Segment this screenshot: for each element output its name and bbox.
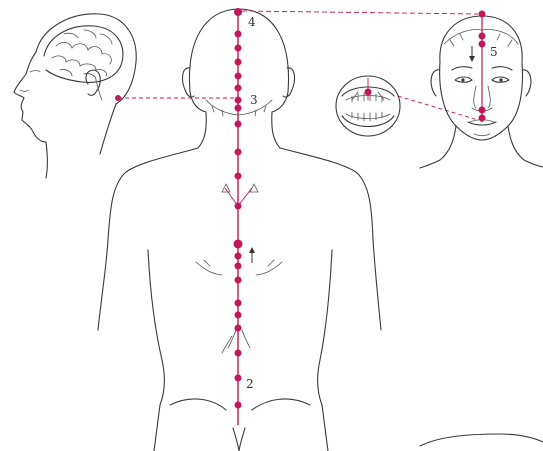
arrow-up-icon xyxy=(249,247,255,263)
acupoint xyxy=(235,312,242,319)
side-head-brain-figure xyxy=(14,14,234,178)
acupoint xyxy=(115,95,121,101)
acupoint xyxy=(235,173,242,180)
acupoint xyxy=(234,8,242,16)
governor-vessel-back xyxy=(222,8,258,425)
point-label-2: 2 xyxy=(246,377,254,391)
acupoint xyxy=(235,121,242,128)
front-face-figure xyxy=(420,11,543,169)
acupoint xyxy=(235,375,242,382)
acupoint xyxy=(235,149,242,156)
acupoint xyxy=(479,115,486,122)
connector-line xyxy=(242,11,478,14)
acupoint xyxy=(235,300,242,307)
acupoint xyxy=(235,31,242,38)
acupoint xyxy=(235,203,242,210)
acupoint xyxy=(479,107,486,114)
acupoint xyxy=(235,350,242,357)
point-label-4: 4 xyxy=(248,15,256,29)
arrow-down-icon xyxy=(469,46,475,62)
acupoint xyxy=(235,105,242,112)
acupoint xyxy=(235,253,242,260)
acupoint xyxy=(235,85,242,92)
point-label-3: 3 xyxy=(250,93,258,107)
acupoint xyxy=(235,263,242,270)
acupoint xyxy=(235,59,242,66)
acupoint xyxy=(365,89,372,96)
acupoint xyxy=(235,45,242,52)
acupoint xyxy=(235,73,242,80)
acupoint xyxy=(235,325,242,332)
acupoint xyxy=(479,41,486,48)
acupoint xyxy=(235,97,242,104)
acupoint xyxy=(235,277,242,284)
acupoint xyxy=(479,33,486,40)
point-label-5: 5 xyxy=(490,45,498,59)
acupoint xyxy=(235,402,242,409)
acupoint xyxy=(479,11,486,18)
acupoint xyxy=(234,240,243,249)
lower-figure-contour xyxy=(420,434,543,446)
